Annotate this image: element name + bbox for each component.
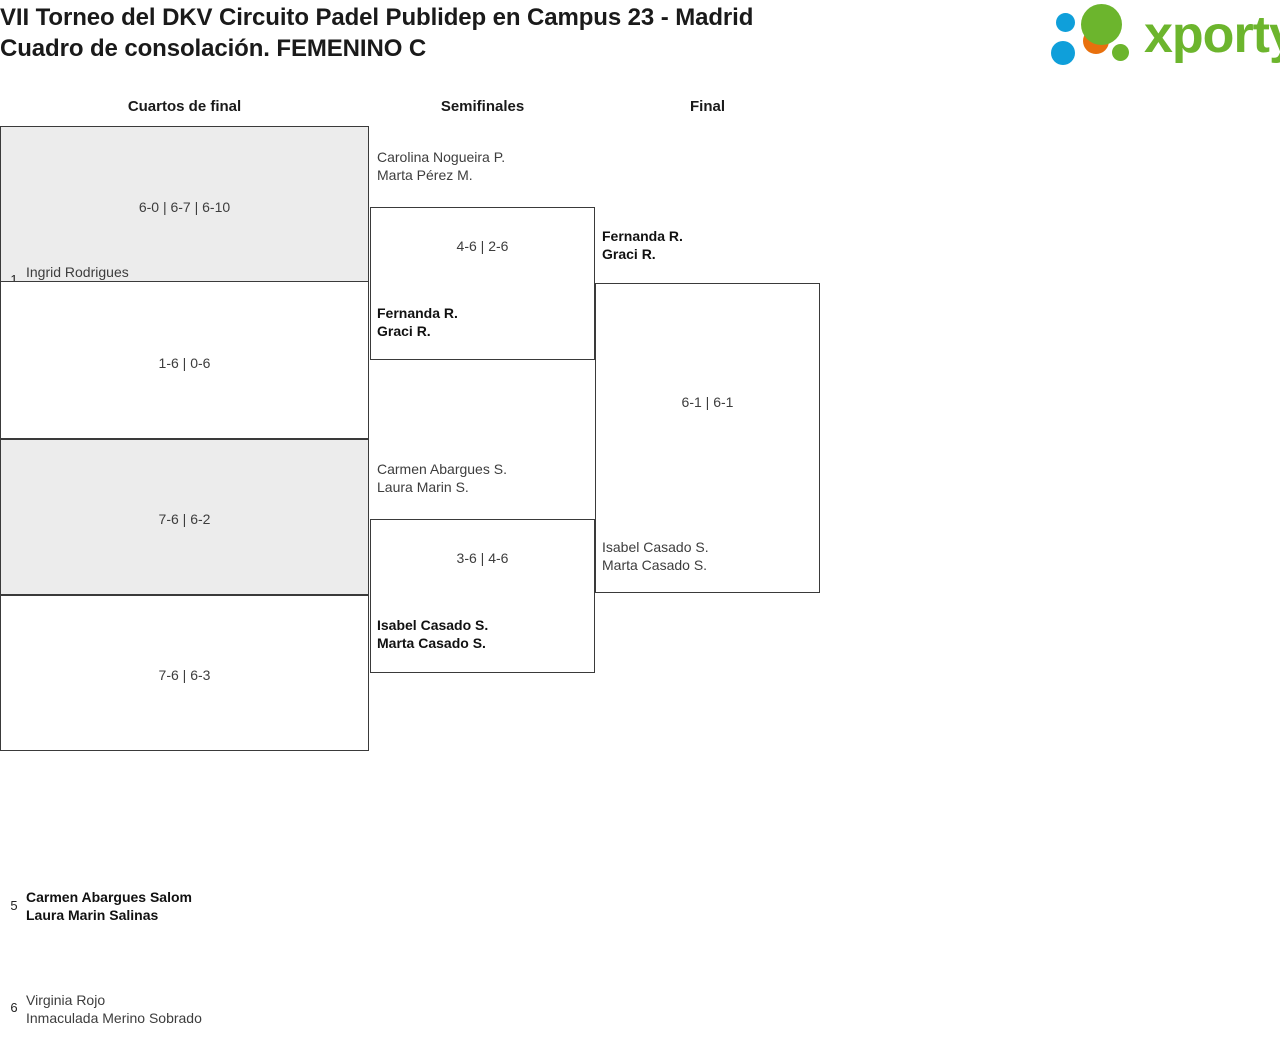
title-line-2: Cuadro de consolación. FEMENINO C [0, 35, 427, 62]
player-name: Isabel Casado S. [377, 617, 489, 633]
match-score: 1-6 | 0-6 [158, 355, 211, 371]
semifinal-2-team-bottom: Isabel Casado S. Marta Casado S. [377, 616, 488, 652]
player-name: Marta Casado S. [602, 557, 708, 573]
seed-number: 5 [10, 898, 18, 913]
match-score: 6-0 | 6-7 | 6-10 [138, 199, 231, 215]
player-name: Isabel Casado S. [602, 539, 709, 555]
match-score: 3-6 | 4-6 [456, 550, 509, 566]
player-name: Marta Pérez M. [377, 167, 473, 183]
match-final[interactable]: 6-1 | 6-1 [595, 283, 820, 593]
seed-number: 1 [10, 272, 18, 287]
round-header-semifinals: Semifinales [440, 98, 525, 115]
title-line-1: VII Torneo del DKV Circuito Padel Publid… [0, 4, 754, 31]
player-name: Graci R. [377, 323, 431, 339]
player-name: Virginia Rojo [26, 992, 106, 1008]
final-team-bottom: Isabel Casado S. Marta Casado S. [602, 538, 709, 574]
player-name: Laura Marin Salinas [26, 907, 159, 923]
page-header: VII Torneo del DKV Circuito Padel Publid… [0, 0, 1280, 86]
page-title: VII Torneo del DKV Circuito Padel Publid… [0, 2, 1000, 64]
team-bottom: Virginia Rojo Inmaculada Merino Sobrado [26, 991, 362, 1027]
player-name: Marta Casado S. [377, 635, 486, 651]
match-score: 4-6 | 2-6 [456, 238, 509, 254]
match-score: 7-6 | 6-3 [158, 667, 211, 683]
semifinal-2-team-top: Carmen Abargues S. Laura Marin S. [377, 460, 507, 496]
logo-wordmark: xporty [1144, 6, 1280, 64]
player-name: Carmen Abargues Salom [26, 889, 192, 905]
player-name: Ingrid Rodrigues [26, 264, 129, 280]
player-name: Fernanda R. [602, 228, 683, 244]
semifinal-1-team-bottom: Fernanda R. Graci R. [377, 304, 458, 340]
match-score: 7-6 | 6-2 [158, 511, 211, 527]
team-top: Carmen Abargues Salom Laura Marin Salina… [26, 888, 362, 924]
seed-number: 6 [10, 1000, 18, 1015]
semifinal-1-team-top: Carolina Nogueira P. Marta Pérez M. [377, 148, 505, 184]
final-team-top: Fernanda R. Graci R. [602, 227, 683, 263]
player-name: Laura Marin S. [377, 479, 469, 495]
match-score: 6-1 | 6-1 [681, 394, 734, 410]
round-header-final: Final [689, 98, 725, 115]
player-name: Carolina Nogueira P. [377, 149, 506, 165]
match-quarterfinal-1[interactable]: 1 Ingrid Rodrigues Emely Moreno Perez 6-… [0, 126, 369, 401]
match-quarterfinal-2[interactable]: 3 Piyawuan Khongnok Assawapongchot Olga … [0, 281, 369, 712]
match-semifinal-1[interactable]: 4-6 | 2-6 [370, 207, 595, 360]
player-name: Fernanda R. [377, 305, 458, 321]
match-semifinal-2[interactable]: 3-6 | 4-6 [370, 519, 595, 673]
xporty-logo[interactable]: xporty [1046, 3, 1280, 65]
player-name: Carmen Abargues S. [377, 461, 507, 477]
logo-dots-icon [1046, 3, 1146, 65]
player-name: Inmaculada Merino Sobrado [26, 1010, 202, 1026]
player-name: Graci R. [602, 246, 656, 262]
round-header-quarterfinals: Cuartos de final [127, 98, 242, 115]
match-quarterfinal-4[interactable]: 7 Isabel Casado Serna Marta Casado Serna… [0, 595, 369, 751]
match-quarterfinal-3[interactable]: 5 Carmen Abargues Salom Laura Marin Sali… [0, 439, 369, 1026]
